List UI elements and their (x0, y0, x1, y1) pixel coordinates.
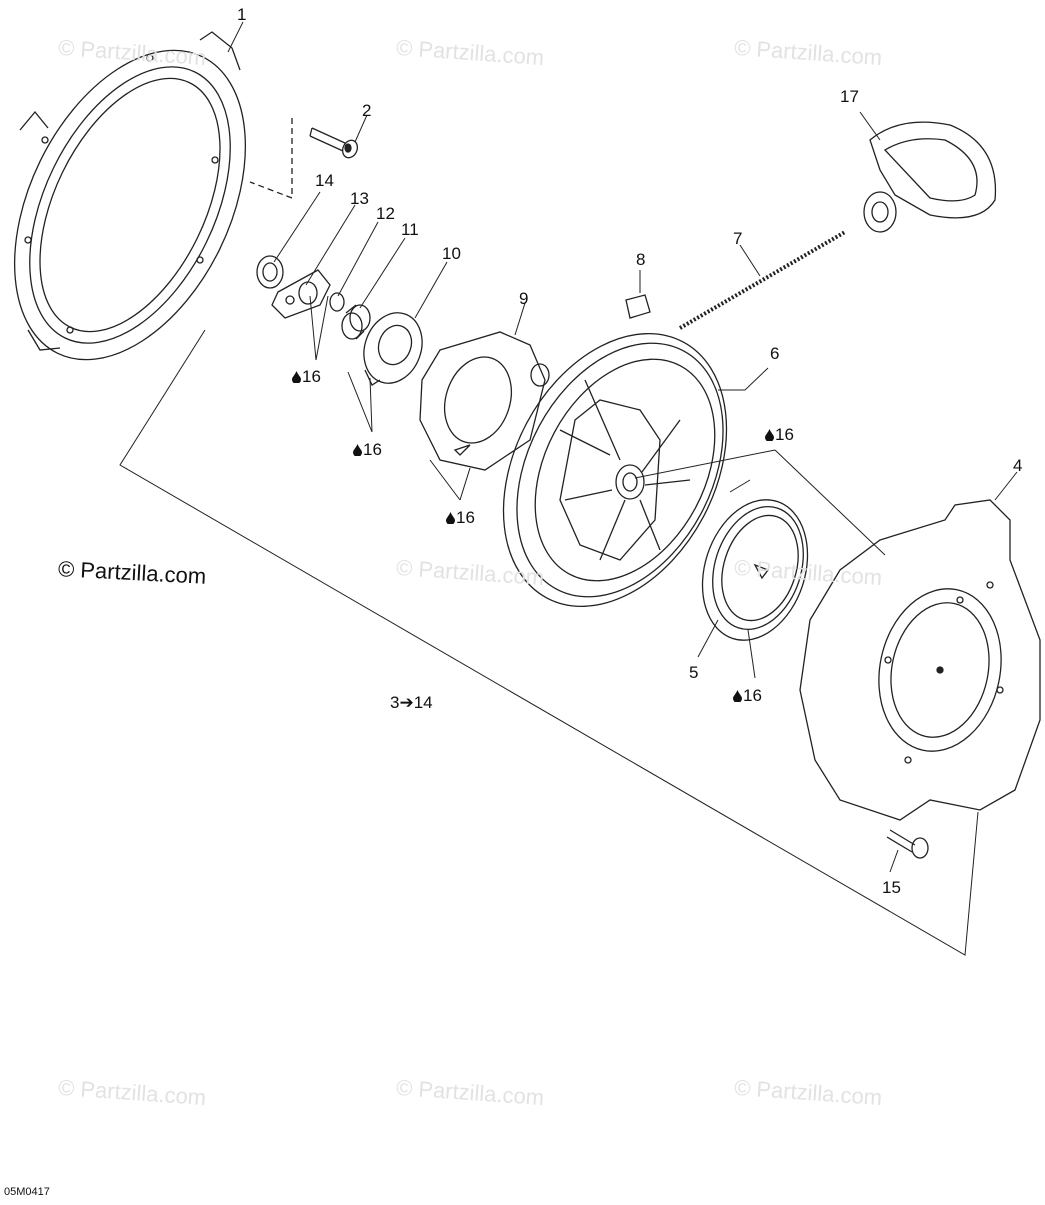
oil-drop-icon (765, 429, 774, 441)
lube-callout: 16 (292, 368, 321, 385)
oil-drop-icon (292, 371, 301, 383)
callout-9: 9 (519, 289, 529, 308)
callout-6: 6 (770, 344, 780, 363)
callout-2: 2 (362, 101, 372, 120)
lube-callout: 16 (765, 426, 794, 443)
part-6-pulley (502, 332, 728, 608)
oil-drop-icon (446, 512, 455, 524)
part-10-pawl-disk (363, 312, 423, 386)
callout-15: 15 (882, 878, 901, 897)
drawing-code: 05M0417 (4, 1186, 50, 1198)
part-13-plate (271, 269, 331, 319)
callout-11: 11 (401, 220, 419, 239)
lube-callout: 16 (733, 687, 762, 704)
leader-lines (119, 21, 1018, 956)
callout-8: 8 (636, 250, 646, 269)
lube-callout: 16 (446, 509, 475, 526)
lube-callout-label: 16 (302, 367, 321, 386)
callout-14: 14 (315, 171, 334, 190)
oil-drop-icon (353, 444, 362, 456)
callout-4: 4 (1013, 456, 1023, 475)
lube-callout-label: 16 (775, 425, 794, 444)
part-4-starter-housing (799, 499, 1041, 821)
callout-17: 17 (840, 87, 859, 106)
lube-callout-label: 16 (456, 508, 475, 527)
callout-13: 13 (350, 189, 369, 208)
part-14-nut (256, 255, 284, 289)
lube-callout-label: 16 (743, 686, 762, 705)
part-8-key (625, 294, 651, 319)
part-7-rope (678, 230, 847, 330)
part-2-bolt (309, 127, 359, 159)
assembly-range-label: 3➔14 (390, 693, 433, 712)
callout-12: 12 (376, 204, 395, 223)
part-1-housing-ring (13, 31, 247, 361)
callout-10: 10 (442, 244, 461, 263)
part-12-washer (329, 292, 345, 312)
lube-callout-label: 16 (363, 440, 382, 459)
oil-drop-icon (733, 690, 742, 702)
callout-7: 7 (733, 229, 743, 248)
lube-callout: 16 (353, 441, 382, 458)
callout-5: 5 (689, 663, 699, 682)
part-15-bolt (886, 829, 929, 859)
part-17-handle (863, 121, 997, 233)
part-11-bushing (341, 304, 371, 340)
part-9-ratchet-cup (419, 331, 550, 471)
part-5-spring (701, 499, 809, 641)
callout-1: 1 (237, 5, 247, 24)
